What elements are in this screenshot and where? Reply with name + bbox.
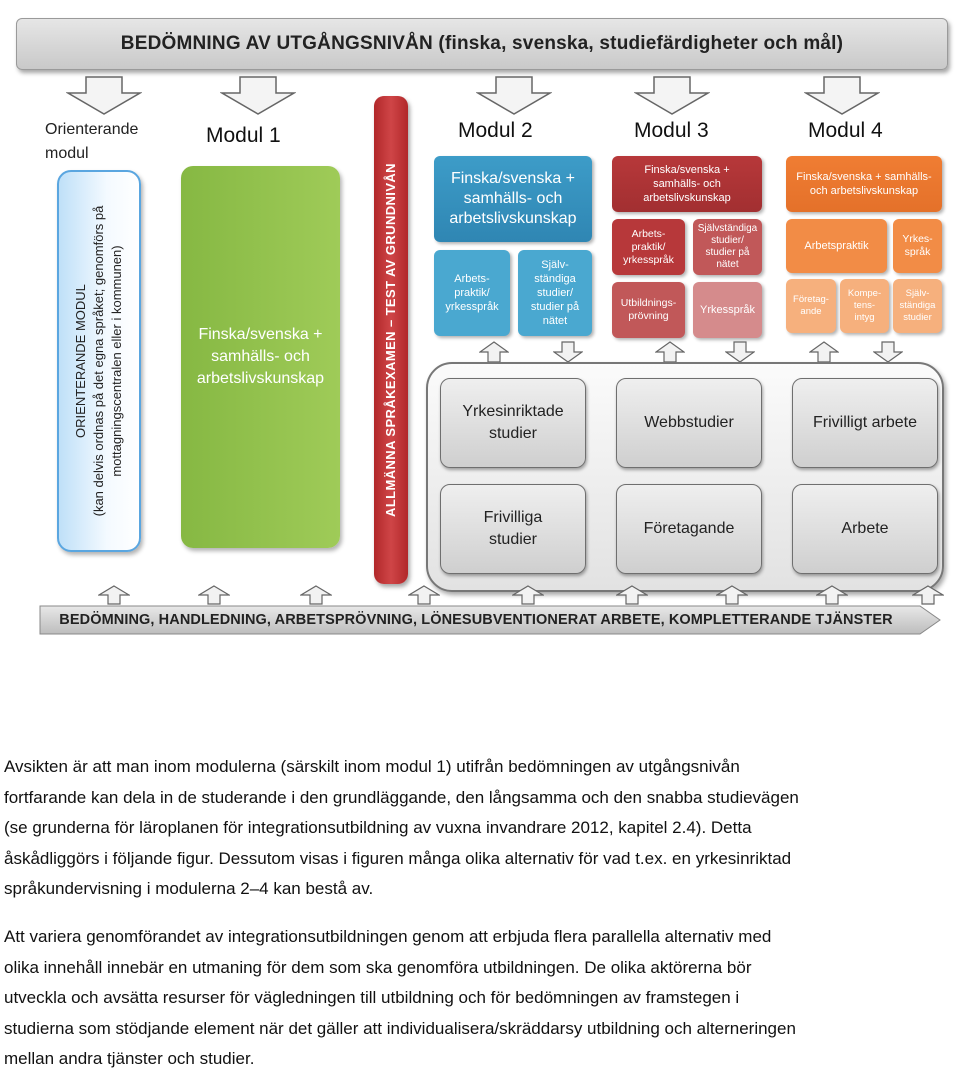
orientation-vertical-text: ORIENTERANDE MODUL (kan delvis ordnas på… [73, 205, 124, 517]
module2-main-box: Finska/svenska + samhälls- och arbetsliv… [434, 156, 592, 242]
module3-education-trial-box: Utbildnings- prövning [612, 282, 685, 338]
down-arrow-icon [804, 76, 880, 115]
up-arrow-icon [300, 585, 332, 605]
language-test-label: ALLMÄNNA SPRÅKEXAMEN – TEST AV GRUNDNIVÅ… [383, 163, 398, 517]
down-arrow-icon [553, 341, 583, 363]
module4-title: Modul 4 [808, 119, 883, 142]
bottom-bar-arrow [39, 605, 941, 635]
module4-entrepreneurship-box: Företag- ande [786, 279, 836, 333]
paragraph-1: Avsikten är att man inom modulerna (särs… [4, 757, 799, 898]
module1-box: Finska/svenska + samhälls- och arbetsliv… [181, 166, 340, 548]
activity-web-studies: Webbstudier [616, 378, 762, 468]
orientation-module: ORIENTERANDE MODUL (kan delvis ordnas på… [57, 170, 141, 552]
up-arrow-icon [512, 585, 544, 605]
module3-vocational-language-box: Yrkesspråk [693, 282, 762, 338]
language-test-bar: ALLMÄNNA SPRÅKEXAMEN – TEST AV GRUNDNIVÅ… [374, 96, 408, 584]
module1-title: Modul 1 [206, 124, 281, 147]
banner-title: BEDÖMNING AV UTGÅNGSNIVÅN (finska, svens… [120, 33, 844, 54]
activities-panel: Yrkesinriktade studier Webbstudier Frivi… [426, 362, 944, 592]
up-arrow-icon [198, 585, 230, 605]
assessment-banner: BEDÖMNING AV UTGÅNGSNIVÅN (finska, svens… [16, 18, 948, 70]
down-arrow-icon [634, 76, 710, 115]
module3-independent-studies-box: Självständiga studier/ studier på nätet [693, 219, 762, 275]
down-arrow-icon [66, 76, 142, 115]
activity-work: Arbete [792, 484, 938, 574]
up-arrow-icon [655, 341, 685, 363]
module3-main-box: Finska/svenska + samhälls- och arbetsliv… [612, 156, 762, 212]
up-arrow-icon [809, 341, 839, 363]
up-arrow-icon [912, 585, 944, 605]
paragraph-2: Att variera genomförandet av integration… [4, 927, 796, 1068]
module2-work-practice-box: Arbets- praktik/ yrkesspråk [434, 250, 510, 336]
up-arrow-icon [479, 341, 509, 363]
module4-main-box: Finska/svenska + samhälls- och arbetsliv… [786, 156, 942, 212]
up-arrow-icon [616, 585, 648, 605]
activity-entrepreneurship: Företagande [616, 484, 762, 574]
module2-independent-studies-box: Själv- ständiga studier/ studier på näte… [518, 250, 592, 336]
down-arrow-icon [725, 341, 755, 363]
module4-independent-studies-box: Själv- ständiga studier [893, 279, 942, 333]
module4-competence-certificate-box: Kompe- tens- intyg [840, 279, 889, 333]
module4-work-practice-box: Arbetspraktik [786, 219, 887, 273]
down-arrow-icon [873, 341, 903, 363]
up-arrow-icon [98, 585, 130, 605]
bottom-bar-label: BEDÖMNING, HANDLEDNING, ARBETSPRÖVNING, … [59, 612, 893, 628]
module4-vocational-language-box: Yrkes- språk [893, 219, 942, 273]
down-arrow-icon [220, 76, 296, 115]
activity-voluntary-studies: Frivilliga studier [440, 484, 586, 574]
up-arrow-icon [816, 585, 848, 605]
down-arrow-icon [476, 76, 552, 115]
activity-voluntary-work: Frivilligt arbete [792, 378, 938, 468]
up-arrow-icon [716, 585, 748, 605]
up-arrow-icon [408, 585, 440, 605]
module3-work-practice-box: Arbets- praktik/ yrkesspråk [612, 219, 685, 275]
module3-title: Modul 3 [634, 119, 709, 142]
activity-vocational-studies: Yrkesinriktade studier [440, 378, 586, 468]
orientation-title: Orienterande modul [45, 121, 139, 162]
module2-title: Modul 2 [458, 119, 533, 142]
